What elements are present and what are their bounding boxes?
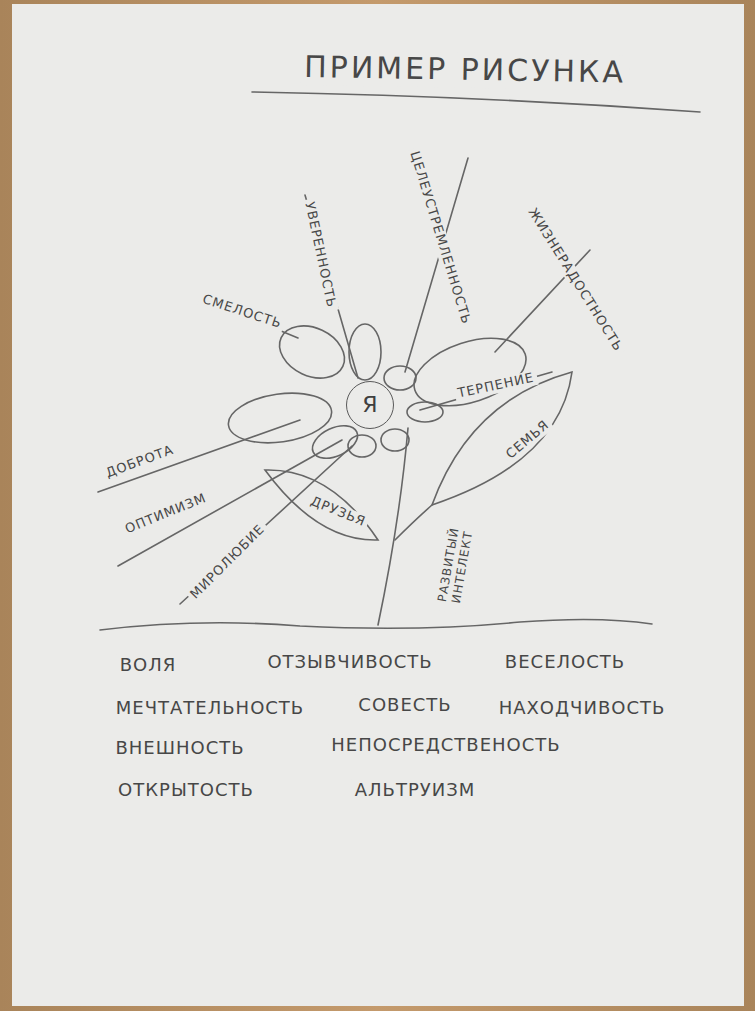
leader-line bbox=[180, 446, 352, 604]
trait-label: ТЕРПЕНИЕ bbox=[454, 370, 539, 402]
petal bbox=[307, 419, 362, 465]
leaf bbox=[265, 470, 378, 540]
trait-word: НАХОДЧИВОСТЬ bbox=[496, 698, 669, 719]
trait-word: ВОЛЯ bbox=[117, 655, 180, 676]
trait-label: ЖИЗНЕРАДОСТНОСТЬ bbox=[523, 203, 627, 357]
petal bbox=[225, 387, 335, 449]
petal bbox=[381, 429, 409, 451]
trait-label: УВЕРЕННОСТЬ bbox=[301, 198, 339, 312]
title-underline bbox=[252, 92, 700, 112]
trait-word: ВЕСЕЛОСТЬ bbox=[502, 652, 628, 673]
title: ПРИМЕР РИСУНКА bbox=[301, 50, 629, 90]
trait-word: НЕПОСРЕДСТВЕНОСТЬ bbox=[328, 735, 563, 756]
trait-label: ДРУЗЬЯ bbox=[305, 493, 370, 531]
trait-label: ДОБРОТА bbox=[101, 442, 179, 482]
trait-word: ОТЗЫВЧИВОСТЬ bbox=[264, 652, 435, 673]
ground-line bbox=[100, 619, 652, 630]
trait-word: АЛЬТРУИЗМ bbox=[352, 780, 479, 801]
leader-line bbox=[405, 158, 468, 372]
leader-line bbox=[495, 250, 590, 352]
trait-word: СОВЕСТЬ bbox=[355, 695, 454, 716]
stem bbox=[378, 428, 408, 625]
trait-label: ЦЕЛЕУСТРЕМЛЕННОСТЬ bbox=[406, 147, 475, 329]
trait-word: ВНЕШНОСТЬ bbox=[112, 738, 247, 759]
trait-label: СМЕЛОСТЬ bbox=[198, 291, 287, 333]
center-text: Я bbox=[362, 394, 377, 416]
center-circle: Я bbox=[346, 381, 394, 429]
petal bbox=[384, 366, 416, 390]
trait-label: ОПТИМИЗМ bbox=[120, 490, 211, 538]
petal bbox=[406, 326, 535, 419]
trait-word: МЕЧТАТЕЛЬНОСТЬ bbox=[113, 698, 307, 719]
trait-label: СЕМЬЯ bbox=[501, 416, 555, 464]
trait-word: ОТКРЫТОСТЬ bbox=[115, 780, 257, 801]
flower-drawing bbox=[98, 92, 700, 630]
trait-label: МИРОЛЮБИЕ bbox=[186, 520, 271, 605]
stem-branch bbox=[395, 505, 432, 540]
petal bbox=[349, 324, 381, 380]
trait-label: РАЗВИТЫЙ ИНТЕЛЕКТ bbox=[434, 517, 477, 614]
paper-sheet bbox=[12, 4, 744, 1006]
